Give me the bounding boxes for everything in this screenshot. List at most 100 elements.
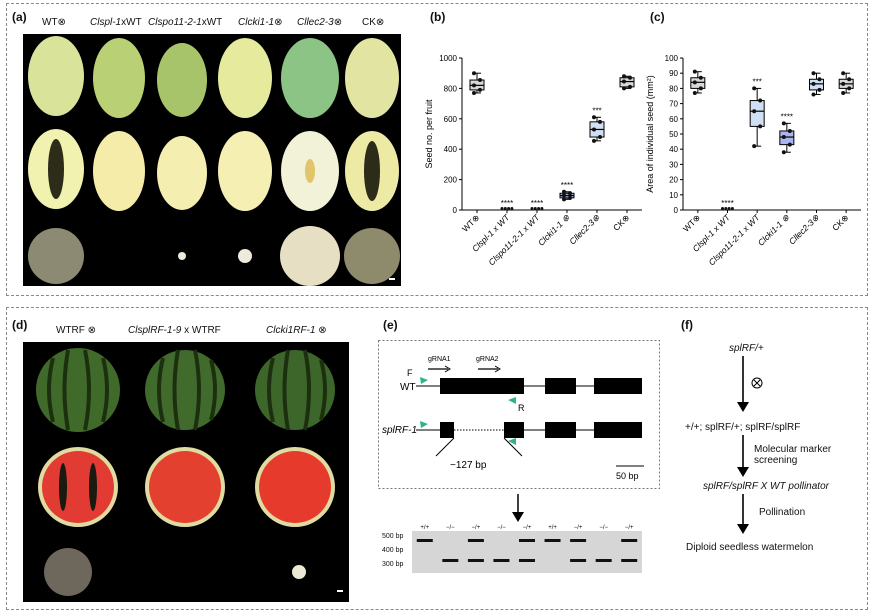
y-tick-label: 10 (669, 191, 678, 200)
flow-arrow-2 (737, 435, 749, 477)
box (690, 77, 706, 89)
data-point (537, 207, 541, 210)
whole-fruit-row (28, 36, 399, 118)
data-point (598, 119, 602, 124)
x-tick-label: CK⊗ (611, 212, 631, 232)
data-point (817, 87, 822, 92)
data-point (724, 207, 728, 210)
gel-band-wt (570, 539, 587, 542)
x-tick-label: WT⊗ (460, 212, 481, 233)
gel-band-wt (621, 539, 638, 542)
flow-arrow-3-label: Pollination (759, 507, 806, 518)
x-tick-label: WT⊗ (681, 212, 702, 233)
data-point (758, 98, 763, 103)
significance-label: **** (721, 199, 733, 208)
y-tick-label: 600 (444, 115, 458, 124)
panel-e-label: (e) (383, 318, 398, 332)
significance-label: *** (752, 77, 761, 86)
y-tick-label: 70 (669, 100, 678, 109)
primer-f-label: F (407, 368, 413, 378)
gel-band-mutant (493, 559, 510, 562)
data-point (811, 71, 816, 76)
x-tick-label: Clspo11-2-1 x WT (707, 212, 763, 268)
y-tick-label: 30 (669, 160, 678, 169)
gel-lane-label: −/+ (523, 525, 532, 531)
gene-diagram: gRNA1 gRNA2 F WT R splRF-1 −127 bp 50 bp (378, 340, 660, 489)
data-point (781, 121, 786, 126)
col-label-clcki1rf: Clcki1RF-1 ⊗ (266, 325, 327, 336)
gel-marker-300: 300 bp (382, 561, 404, 568)
gel-lane-labels: +/+−/−−/+−/−−/++/+−/+−/−−/+ (420, 525, 634, 531)
significance-label: **** (561, 181, 573, 190)
data-point (811, 81, 816, 86)
data-point (841, 81, 846, 86)
col-label-cllec2: Cllec2-3⊗ (297, 17, 343, 28)
panel-c-label: (c) (650, 10, 665, 24)
y-tick-label: 60 (669, 115, 678, 124)
data-point (752, 109, 757, 114)
data-point (811, 92, 816, 97)
gel-band-wt (416, 539, 433, 542)
data-point (817, 77, 822, 82)
box (809, 78, 824, 91)
gel-lane-label: −/+ (625, 525, 634, 531)
flow-arrow-1 (737, 356, 763, 412)
data-point (752, 86, 757, 91)
data-point (562, 197, 566, 202)
gel-band-mutant (442, 559, 459, 562)
y-tick-label: 20 (669, 176, 678, 185)
significance-label: **** (501, 199, 513, 208)
gel-lane-label: −/+ (574, 525, 583, 531)
flow-step-3: splRF/splRF X WT pollinator (703, 481, 829, 492)
data-point (752, 144, 757, 149)
top-panel-frame (6, 3, 868, 296)
data-point (698, 75, 703, 80)
y-tick-label: 80 (669, 84, 678, 93)
data-point (841, 71, 846, 76)
y-tick-label: 0 (674, 206, 679, 215)
col-label-clspl: Clspl-1xWT (90, 17, 142, 28)
y-tick-label: 40 (669, 145, 678, 154)
y-tick-label: 0 (453, 206, 458, 215)
y-tick-label: 800 (444, 84, 458, 93)
x-tick-label: Clcki1-1 ⊗ (756, 212, 792, 248)
significance-label: **** (531, 199, 543, 208)
gel-band-mutant (621, 559, 638, 562)
gel-band-mutant (595, 559, 612, 562)
col-label-clcki1: Clcki1-1⊗ (238, 17, 283, 28)
col-label-clsplrf: ClsplRF-1-9 x WTRF (128, 325, 221, 336)
down-arrow-e (512, 494, 524, 522)
data-point (692, 69, 697, 74)
fruit-cllec2 (281, 38, 339, 118)
data-point (847, 77, 852, 82)
data-point (841, 90, 846, 95)
data-point (698, 86, 703, 91)
grna1-label: gRNA1 (428, 356, 451, 363)
data-point (540, 207, 544, 210)
flow-step-1: splRF/+ (729, 343, 764, 354)
data-point (622, 74, 626, 79)
significance-label: **** (781, 112, 793, 121)
box (619, 77, 635, 88)
y-tick-label: 400 (444, 145, 458, 154)
col-label-wtrf: WTRF ⊗ (56, 325, 97, 336)
panel-d-label: (d) (12, 318, 28, 332)
data-point (507, 207, 511, 210)
data-point (592, 138, 596, 143)
data-point (781, 150, 786, 155)
gel-marker-500: 500 bp (382, 533, 404, 540)
fruit-clspo11 (157, 43, 207, 117)
gel-band-wt (467, 539, 484, 542)
data-point (562, 193, 566, 198)
deletion-label: −127 bp (450, 460, 487, 471)
gel-band-wt (519, 539, 535, 542)
data-point (478, 78, 482, 83)
flow-step-2: +/+; splRF/+; splRF/splRF (685, 422, 801, 433)
y-tick-label: 1000 (439, 54, 457, 63)
col-label-ck: CK⊗ (362, 17, 385, 28)
data-point (568, 195, 572, 200)
data-point (787, 128, 792, 133)
fruit-clspl (93, 38, 145, 118)
panel-b-label: (b) (430, 10, 446, 24)
